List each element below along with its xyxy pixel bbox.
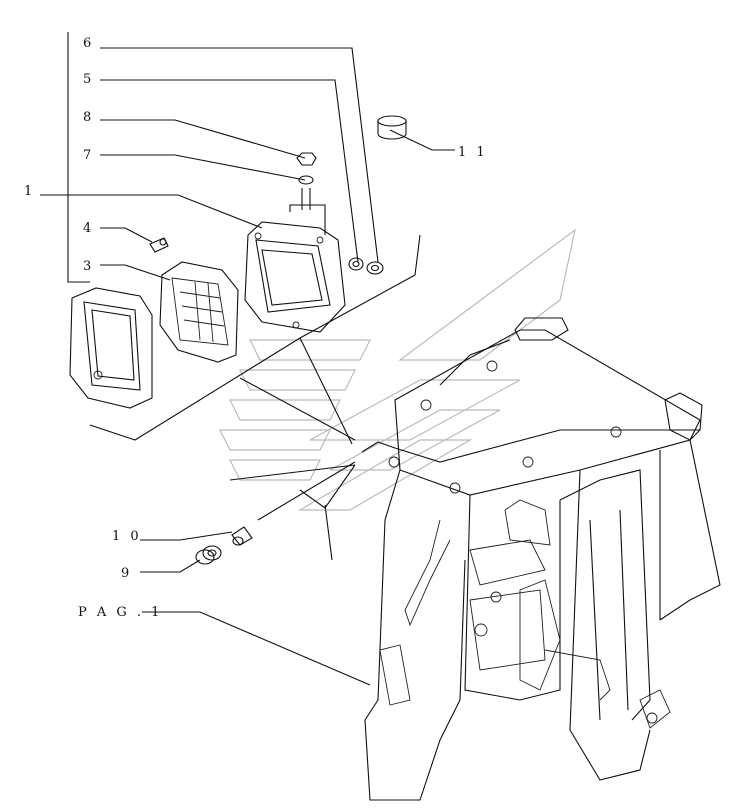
washer-part-5: [348, 257, 364, 271]
callout-7: 7: [83, 148, 94, 163]
washer-part-7: [298, 175, 314, 185]
cab-structure: [361, 317, 721, 801]
callout-4: 4: [83, 221, 94, 236]
nut-part-8: [296, 152, 317, 166]
callout-1: 1: [24, 184, 35, 199]
callout-3: 3: [83, 259, 94, 274]
leader-lines: [40, 119, 455, 686]
callout-6: 6: [83, 36, 94, 51]
socket-part-10: [231, 526, 253, 546]
callout-10: 1 0: [112, 529, 142, 544]
callout-11: 1 1: [458, 145, 488, 160]
frame-bezel: [69, 287, 153, 409]
bracket-frame: [67, 32, 379, 283]
lens-part-3: [159, 261, 239, 363]
callout-pag1: P A G . 1: [78, 605, 162, 620]
cap-part-11: [377, 115, 407, 140]
grommet-part-9: [195, 545, 222, 565]
watermark-logo: [219, 228, 576, 511]
callout-5: 5: [83, 72, 94, 87]
callout-8: 8: [83, 110, 94, 125]
callout-9: 9: [121, 566, 132, 581]
assembly-outline: [89, 234, 421, 561]
bulb-part-4: [149, 237, 169, 253]
washer-part-6: [366, 261, 384, 275]
housing-part-1: [244, 188, 346, 333]
callout-labels: 6 5 8 7 1 4 3 1 1 1 0 9 P A G . 1: [24, 36, 488, 620]
